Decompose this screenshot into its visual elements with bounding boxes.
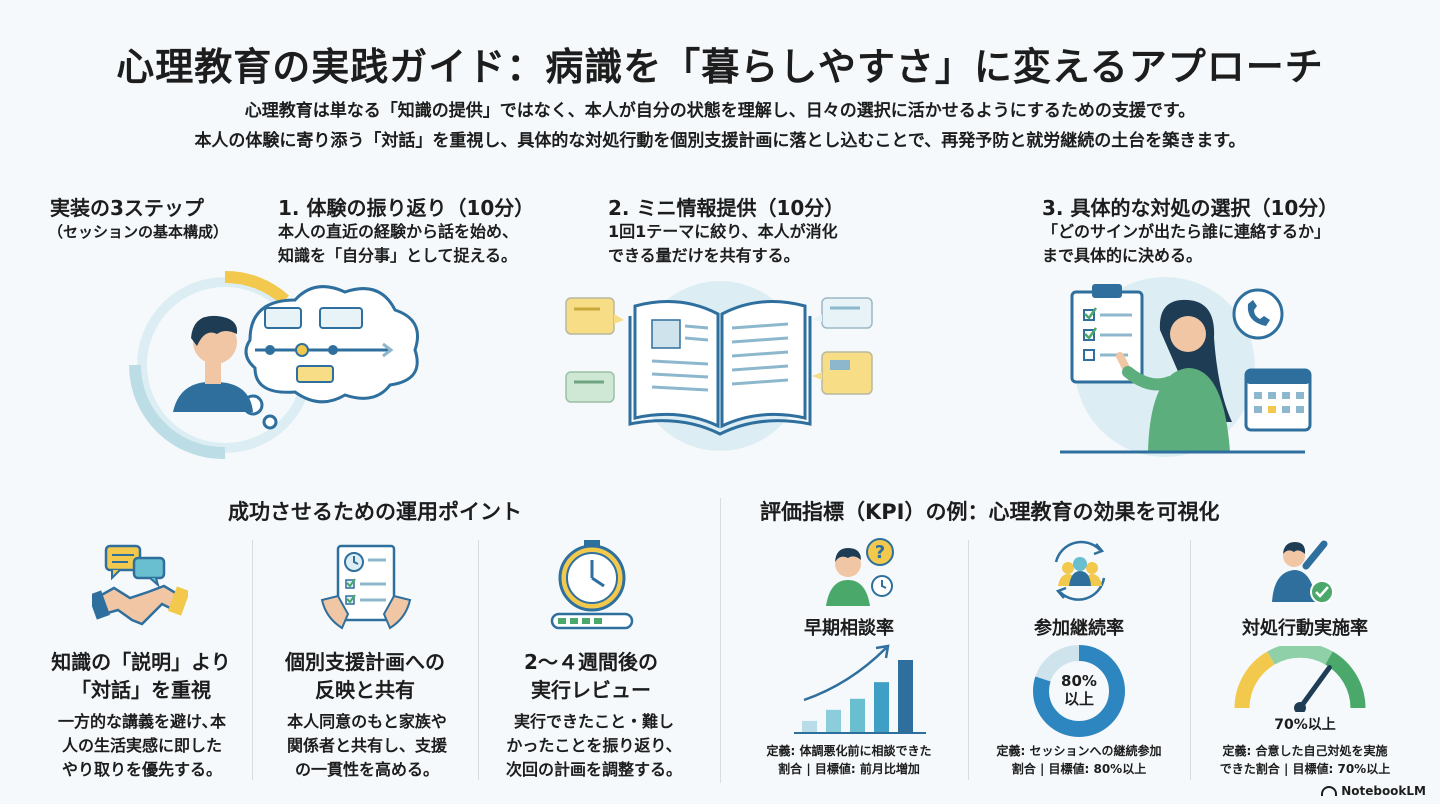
kpi-bar bbox=[874, 682, 889, 732]
reflection-illustration bbox=[125, 270, 425, 460]
steps-heading-sub: （セッションの基本構成） bbox=[48, 223, 229, 241]
brand-badge: NotebookLM bbox=[1321, 784, 1426, 798]
point-3-title: 2～４週間後の 実行レビュー bbox=[524, 650, 658, 702]
achiever-icon bbox=[1262, 536, 1342, 606]
kpi-1-bar-chart bbox=[790, 640, 930, 738]
kpi-heading: 評価指標（KPI）の例：心理教育の効果を可視化 bbox=[760, 500, 1220, 524]
trend-arrow-icon bbox=[803, 644, 890, 702]
kpi-bar bbox=[850, 698, 865, 732]
step-2-desc-line-2: できる量だけを共有する。 bbox=[608, 246, 800, 265]
book-illustration bbox=[560, 276, 880, 456]
point-2-title: 個別支援計画への 反映と共有 bbox=[285, 650, 445, 702]
kpi-bar bbox=[802, 720, 817, 732]
question-person-icon: ? bbox=[818, 536, 902, 608]
kpi-bar bbox=[898, 660, 913, 732]
svg-text:?: ? bbox=[875, 542, 885, 563]
kpi-divider-1 bbox=[968, 540, 969, 780]
kpi-3-label: 対処行動実施率 bbox=[1242, 618, 1368, 639]
step-2-title: 2. ミニ情報提供（10分） bbox=[608, 196, 845, 220]
subtitle-line-1: 心理教育は単なる「知識の提供」ではなく、本人が自分の状態を理解し、日々の選択に活… bbox=[244, 101, 1196, 121]
kpi-3-gauge-label: 70%以上 bbox=[1274, 717, 1336, 733]
section-divider bbox=[720, 498, 721, 783]
kpi-2-donut-label: 80% 以上 bbox=[1061, 672, 1097, 708]
handshake-icon bbox=[92, 540, 188, 632]
point-2-desc: 本人同意のもと家族や 関係者と共有し、支援 の一貫性を高める。 bbox=[286, 712, 447, 779]
kpi-1-definition: 定義: 体調悪化前に相談できた 割合 | 目標値: 前月比増加 bbox=[766, 744, 932, 776]
notebook-logo-icon bbox=[1321, 786, 1338, 796]
points-heading: 成功させるための運用ポイント bbox=[228, 500, 522, 524]
kpi-2-label: 参加継続率 bbox=[1034, 618, 1124, 639]
group-cycle-icon bbox=[1044, 536, 1116, 606]
step-3-desc-line-2: まで具体的に決める。 bbox=[1042, 246, 1203, 265]
clock-icon bbox=[544, 538, 640, 634]
kpi-1-label: 早期相談率 bbox=[804, 618, 894, 639]
point-1-desc: 一方的な講義を避け､本 人の生活実感に即した やり取りを優先する。 bbox=[57, 712, 226, 779]
kpi-bar bbox=[826, 709, 841, 732]
point-divider-1 bbox=[252, 540, 253, 780]
kpi-2-definition: 定義: セッションへの継続参加 割合 | 目標値: 80%以上 bbox=[996, 744, 1162, 776]
point-3-desc: 実行できたこと・難し かったことを振り返り、 次回の計画を調整する。 bbox=[505, 712, 682, 779]
step-3-title: 3. 具体的な対処の選択（10分） bbox=[1042, 196, 1339, 220]
point-divider-2 bbox=[478, 540, 479, 780]
step-1-title: 1. 体験の振り返り（10分） bbox=[278, 196, 535, 220]
step-3-desc-line-1: 「どのサインが出たら誰に連絡するか」 bbox=[1042, 222, 1331, 241]
kpi-2-donut bbox=[1030, 642, 1128, 740]
kpi-3-gauge bbox=[1234, 646, 1366, 712]
subtitle-line-2: 本人の体験に寄り添う「対話」を重視し、具体的な対処行動を個別支援計画に落とし込む… bbox=[194, 131, 1246, 151]
steps-heading: 実装の3ステップ bbox=[50, 196, 204, 220]
kpi-divider-2 bbox=[1190, 540, 1191, 780]
planning-illustration bbox=[1040, 272, 1330, 458]
kpi-3-definition: 定義: 合意した自己対処を実施 できた割合 | 目標値: 70%以上 bbox=[1219, 744, 1391, 776]
step-1-desc-line-2: 知識を「自分事」として捉える。 bbox=[278, 246, 518, 265]
document-icon bbox=[318, 538, 414, 634]
point-1-title: 知識の「説明」より 「対話」を重視 bbox=[51, 650, 231, 702]
step-2-desc-line-1: 1回1テーマに絞り、本人が消化 bbox=[608, 222, 838, 241]
step-1-desc-line-1: 本人の直近の経験から話を始め、 bbox=[278, 222, 519, 241]
page-title: 心理教育の実践ガイド：病識を「暮らしやすさ」に変えるアプローチ bbox=[116, 45, 1324, 89]
